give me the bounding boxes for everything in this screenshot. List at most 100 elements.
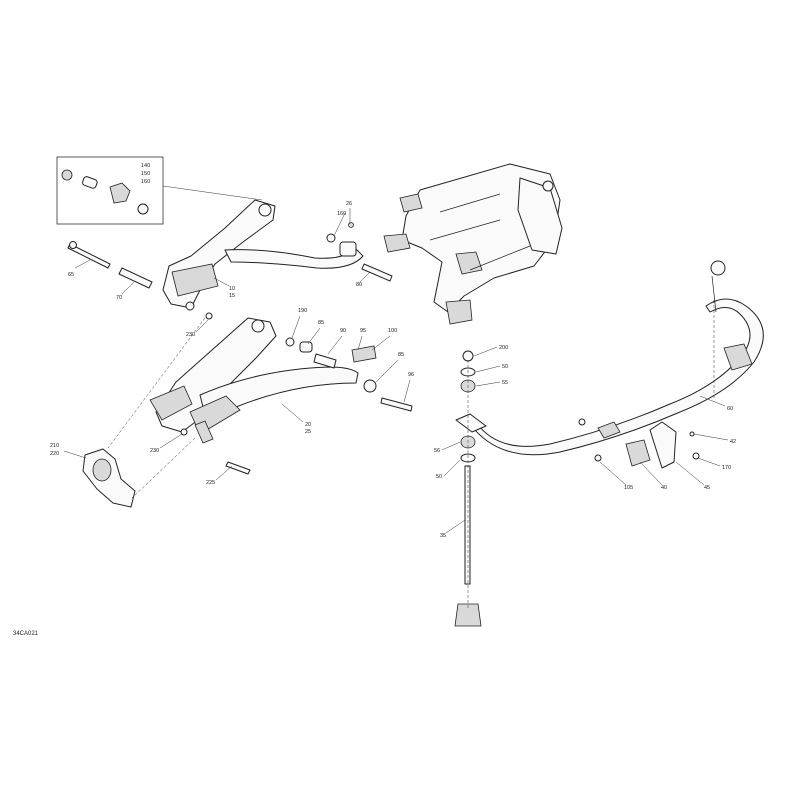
bracket-bolt-3 (692, 452, 700, 460)
link-nut (326, 233, 336, 243)
leader-160 (333, 212, 346, 237)
leader-70 (121, 281, 135, 295)
leader-105 (599, 461, 627, 486)
callout-90: 90 (340, 328, 346, 334)
callout-210: 210 (50, 443, 59, 449)
frame-ribs (429, 193, 531, 271)
callout-85b: 85 (398, 352, 404, 358)
upper-arm-rear-link (224, 247, 364, 269)
leader-45 (675, 461, 705, 486)
callout-56: 56 (434, 448, 440, 454)
leader-42 (693, 433, 729, 441)
kit-nut (137, 203, 149, 215)
pivot-bolt-head (69, 241, 77, 249)
bushing-sleeve (313, 353, 337, 369)
knuckle-bolt (225, 461, 251, 475)
callout-160: 160 (337, 211, 346, 217)
bushing-ring (363, 379, 377, 393)
sway-bar-bracket (649, 421, 677, 469)
leader-100 (371, 335, 391, 351)
leader-80 (359, 271, 371, 283)
callout-85: 85 (318, 320, 324, 326)
lower-bolt (380, 397, 413, 412)
callout-50-bottom: 50 (436, 474, 442, 480)
callout-220: 220 (50, 451, 59, 457)
kit-sleeve (82, 176, 98, 189)
callout-26: 26 (346, 201, 352, 207)
callout-50-top: 50 (502, 364, 508, 370)
upper-a-arm (162, 199, 364, 311)
bushing-collar (299, 341, 313, 353)
upper-arm-rear-bushing (339, 241, 357, 257)
link-bolt-hardware (326, 222, 393, 282)
leader-210 (63, 450, 87, 459)
callout-80: 80 (356, 282, 362, 288)
frame-pivot (542, 180, 554, 192)
frame-mount-4 (445, 299, 473, 325)
leader-10 (213, 277, 230, 287)
leader-lines (63, 208, 729, 534)
frame-bracket (383, 163, 563, 325)
knuckle-nut (180, 428, 188, 436)
callout-60: 60 (727, 406, 733, 412)
link-rod-plate (455, 413, 487, 433)
link-washer (348, 222, 354, 228)
leader-65 (74, 259, 91, 269)
link-rod-nut (462, 350, 474, 362)
callout-40: 40 (661, 485, 667, 491)
frame-mount-1 (399, 193, 423, 213)
callout-200: 200 (499, 345, 508, 351)
leader-50-bottom (443, 459, 461, 477)
callout-225: 225 (206, 480, 215, 486)
callout-25: 25 (305, 429, 311, 435)
sway-bar-bushing-left (625, 439, 651, 467)
bushing-plate (351, 345, 377, 363)
knuckle-body (82, 448, 136, 508)
callout-65: 65 (68, 272, 74, 278)
lower-arm-ball-joint (251, 319, 265, 333)
kit-callout-140: 140 (141, 163, 150, 169)
callout-170: 170 (722, 465, 731, 471)
callout-70: 70 (116, 295, 122, 301)
link-rod-shaft (464, 465, 471, 585)
bracket-bolt-2 (594, 454, 602, 462)
leader-60 (699, 395, 726, 407)
leader-96 (403, 379, 411, 403)
bracket-bolt-4 (689, 431, 695, 437)
bushing-cap (285, 337, 295, 347)
sway-bar-end-link-top (710, 260, 726, 276)
lower-bushing-stack (285, 337, 413, 412)
leader-200 (473, 346, 498, 357)
sway-bar-bushing-right (723, 343, 753, 371)
link-bolt (361, 263, 393, 282)
pivot-sleeve (118, 267, 153, 289)
link-rod (454, 350, 487, 627)
frame-mount-2 (383, 233, 411, 253)
leader-170 (697, 457, 721, 467)
lower-joint-axis (131, 437, 196, 499)
diagram-reference-code: 34CA021 (13, 631, 39, 637)
pivot-bolt (67, 243, 111, 269)
upper-joint-nut (205, 312, 213, 320)
leader-56 (441, 441, 461, 451)
leader-20 (281, 403, 304, 423)
kit-callout-160: 160 (141, 179, 150, 185)
sway-bar (469, 260, 764, 469)
kit-leader (162, 185, 263, 201)
callout-190: 190 (298, 308, 307, 314)
leader-95 (357, 335, 363, 351)
kit-callout-150: 150 (141, 171, 150, 177)
upper-arm-mount (171, 263, 219, 297)
leader-85b (375, 359, 399, 383)
sway-bar-clamp (597, 421, 621, 439)
knuckle-bore (92, 458, 112, 482)
upper-arm-bolt-head (185, 301, 195, 311)
lower-arm-clevis (194, 420, 214, 444)
leader-90 (327, 335, 343, 355)
sway-bar-end-link-rod (711, 275, 717, 313)
callout-230-lower: 230 (150, 448, 159, 454)
callout-42: 42 (730, 439, 736, 445)
kit-cap (61, 169, 73, 181)
leader-85 (307, 327, 321, 345)
